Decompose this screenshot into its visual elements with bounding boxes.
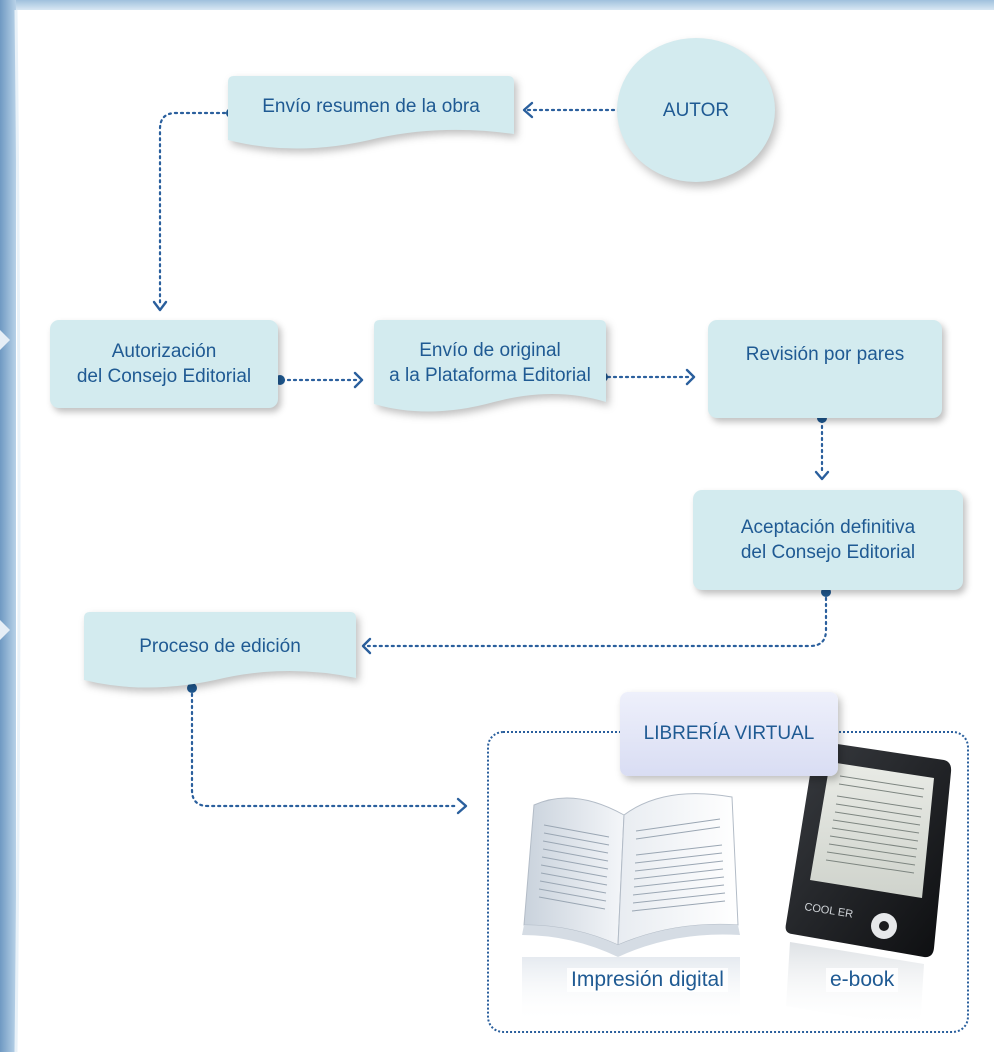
wave-shape bbox=[228, 76, 514, 149]
node-envio-original: Envío de original a la Plataforma Editor… bbox=[374, 320, 606, 415]
node-envio-resumen: Envío resumen de la obra bbox=[228, 76, 514, 149]
libreria-virtual-title-text: LIBRERÍA VIRTUAL bbox=[643, 723, 815, 744]
node-proceso: Proceso de edición bbox=[84, 612, 356, 690]
arrowhead-revision bbox=[685, 368, 696, 386]
arrowhead-proceso bbox=[361, 637, 372, 655]
arrowhead-libreria bbox=[456, 797, 468, 815]
node-aceptacion: Aceptación definitiva del Consejo Editor… bbox=[693, 490, 963, 590]
wave-shape bbox=[374, 320, 606, 412]
node-envio-resumen-label: Envío resumen de la obra bbox=[262, 96, 480, 117]
libreria-virtual-title: LIBRERÍA VIRTUAL bbox=[620, 692, 838, 776]
arrowhead-envio-original bbox=[353, 371, 364, 389]
arrowhead-envio-resumen bbox=[522, 101, 534, 119]
node-proceso-label: Proceso de edición bbox=[139, 636, 301, 657]
node-revision: Revisión por pares bbox=[708, 320, 942, 418]
arrowhead-aceptacion bbox=[814, 470, 830, 481]
ebook-caption: e-book bbox=[826, 968, 899, 992]
arrowhead-autorizacion bbox=[152, 300, 168, 312]
node-autorizacion: Autorización del Consejo Editorial bbox=[50, 320, 278, 408]
wave-shape bbox=[84, 612, 356, 688]
open-book-icon bbox=[522, 793, 740, 1023]
impresion-digital-caption: Impresión digital bbox=[567, 968, 728, 992]
node-autor-label: AUTOR bbox=[662, 99, 730, 121]
node-revision-label: Revisión por pares bbox=[745, 344, 905, 365]
edge-proceso-libreria bbox=[190, 686, 457, 808]
node-envio-original-label: Envío de original a la Plataforma Editor… bbox=[389, 340, 591, 386]
edge-aceptacion-proceso bbox=[366, 590, 828, 648]
dot-proceso bbox=[187, 683, 197, 693]
edge-envio-resumen-autorizacion bbox=[158, 111, 233, 308]
node-aceptacion-label: Aceptación definitiva del Consejo Editor… bbox=[740, 517, 916, 563]
node-autor: AUTOR bbox=[617, 38, 775, 182]
node-autorizacion-label: Autorización del Consejo Editorial bbox=[76, 341, 252, 387]
